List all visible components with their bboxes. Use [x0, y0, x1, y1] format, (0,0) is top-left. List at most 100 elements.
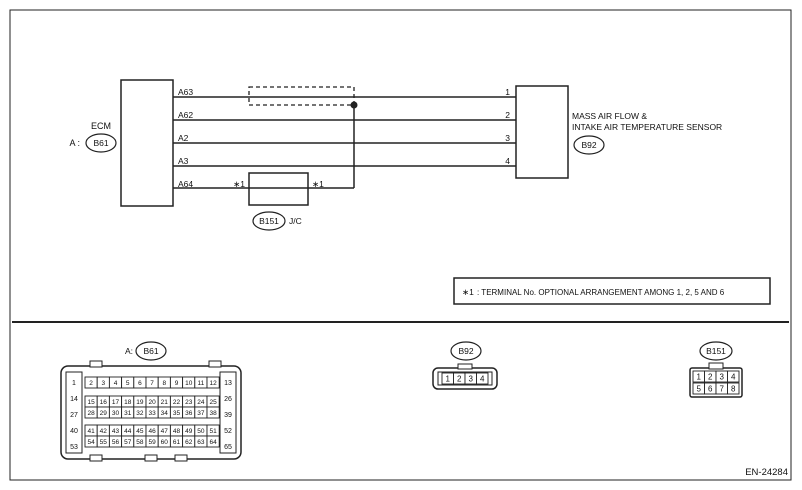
connector-a-pin: 49: [185, 428, 193, 435]
connector-a-pin: 64: [209, 439, 217, 446]
connector-a-pin: 36: [185, 410, 193, 417]
connector-a-pin-label: 14: [70, 396, 78, 403]
connector-a-pin: 63: [197, 439, 205, 446]
sensor-block: [515, 85, 569, 179]
connector-a-pin: 18: [124, 399, 132, 406]
connector-a-pin-label: 40: [70, 428, 78, 435]
connector-b151-pin: 8: [731, 384, 736, 393]
connector-a-pin: 30: [112, 410, 120, 417]
connector-a-pin: 15: [87, 399, 95, 406]
connector-b151-ellipse: [699, 341, 733, 361]
connector-a-ellipse: [135, 341, 167, 361]
connector-b151-latch: [708, 362, 724, 370]
connector-b151-pin-cell: [727, 370, 740, 383]
connector-b92-pin: 3: [469, 374, 474, 383]
connector-a-pin: 33: [148, 410, 156, 417]
connector-a-pin-label: 26: [224, 396, 232, 403]
connector-a-pin: 16: [100, 399, 108, 406]
connector-a-pin-cell: [206, 406, 220, 419]
ecm-connector-ellipse: [85, 133, 117, 153]
connector-b92-latch: [457, 363, 473, 370]
connector-a-pin: 31: [124, 410, 132, 417]
connector-b151-pin: 5: [697, 384, 702, 393]
connector-a-pin: 4: [114, 380, 118, 387]
connector-a-latch: [144, 454, 158, 462]
connector-a-pin: 50: [197, 428, 205, 435]
connector-a-pin: 60: [161, 439, 169, 446]
ecm-connector-code: B61: [93, 138, 108, 148]
note-box: [453, 277, 771, 305]
connector-a-pin-label: 65: [224, 444, 232, 451]
connector-a-pin: 25: [209, 399, 217, 406]
connector-a-prefix: A:: [125, 346, 133, 356]
connector-b151-pin: 6: [708, 384, 713, 393]
ecm-pin-label: A62: [178, 110, 193, 120]
connector-a-pin-label: 27: [70, 412, 78, 419]
jc-mark-left: ∗1: [233, 179, 245, 189]
connector-b151-pin: 7: [720, 384, 725, 393]
connector-a-pin: 35: [173, 410, 181, 417]
connector-a-pin: 51: [209, 428, 217, 435]
connector-a-latch: [89, 454, 103, 462]
note-text: : TERMINAL No. OPTIONAL ARRANGEMENT AMON…: [477, 288, 725, 297]
connector-a-latch: [208, 360, 222, 368]
ecm-block: [120, 79, 174, 207]
connector-a-pin: 19: [136, 399, 144, 406]
diagram-frame: [9, 9, 792, 481]
connector-b92-inner: [437, 371, 493, 386]
connector-b92-pin: 1: [446, 374, 451, 383]
connector-b151-pin: 4: [731, 372, 736, 381]
connector-a-pin: 29: [100, 410, 108, 417]
ecm-connector-prefix: A :: [69, 138, 80, 148]
connector-b151-pin: 1: [697, 372, 702, 381]
connector-a-pin: 6: [138, 380, 142, 387]
note-mark: ∗1: [462, 287, 474, 297]
connector-a-left-column: [65, 371, 83, 454]
sensor-name-line2: INTAKE AIR TEMPERATURE SENSOR: [572, 122, 722, 132]
connector-a-pin: 46: [148, 428, 156, 435]
connector-a-pin-label: 52: [224, 428, 232, 435]
ecm-label: ECM: [91, 121, 111, 131]
jc-connector-code: B151: [259, 216, 279, 226]
jc-label: J/C: [289, 216, 302, 226]
sensor-pin-label: 2: [505, 110, 510, 120]
connector-b92-pin: 4: [480, 374, 485, 383]
sensor-connector-ellipse: [573, 135, 605, 155]
joint-connector-box: [248, 172, 309, 206]
connector-a-latch: [174, 454, 188, 462]
jc-mark-right: ∗1: [312, 179, 324, 189]
connector-b151-pin: 3: [720, 372, 725, 381]
connector-a-pin: 62: [185, 439, 193, 446]
connector-a-pin: 5: [126, 380, 130, 387]
connector-a-pin: 56: [112, 439, 120, 446]
connector-a-pin: 7: [150, 380, 154, 387]
sensor-pin-label: 3: [505, 133, 510, 143]
connector-a-pin-label: 53: [70, 444, 78, 451]
connector-a-right-column: [219, 371, 237, 454]
connector-b151-code: B151: [706, 346, 726, 356]
connector-a-pin: 59: [148, 439, 156, 446]
connector-a-pin-label: 1: [72, 380, 76, 387]
sensor-connector-code: B92: [581, 140, 596, 150]
connector-b92-code: B92: [458, 346, 473, 356]
connector-b92-ellipse: [450, 341, 482, 361]
connector-a-pin: 48: [173, 428, 181, 435]
connector-a-pin: 61: [173, 439, 181, 446]
connector-a-code: B61: [143, 346, 158, 356]
connector-b151-pin: 2: [708, 372, 713, 381]
connector-b92-pin-cell: [476, 372, 489, 385]
connector-a-pin: 22: [173, 399, 181, 406]
ecm-pin-label: A2: [178, 133, 189, 143]
connector-a-pin: 2: [89, 380, 93, 387]
connector-a-pin: 45: [136, 428, 144, 435]
connector-a-pin: 54: [87, 439, 95, 446]
shield-box: [248, 86, 355, 106]
connector-a-pin: 24: [197, 399, 205, 406]
connector-a-pin: 3: [101, 380, 105, 387]
connector-a-pin: 42: [100, 428, 108, 435]
connector-a-pin-cell: [206, 435, 220, 448]
